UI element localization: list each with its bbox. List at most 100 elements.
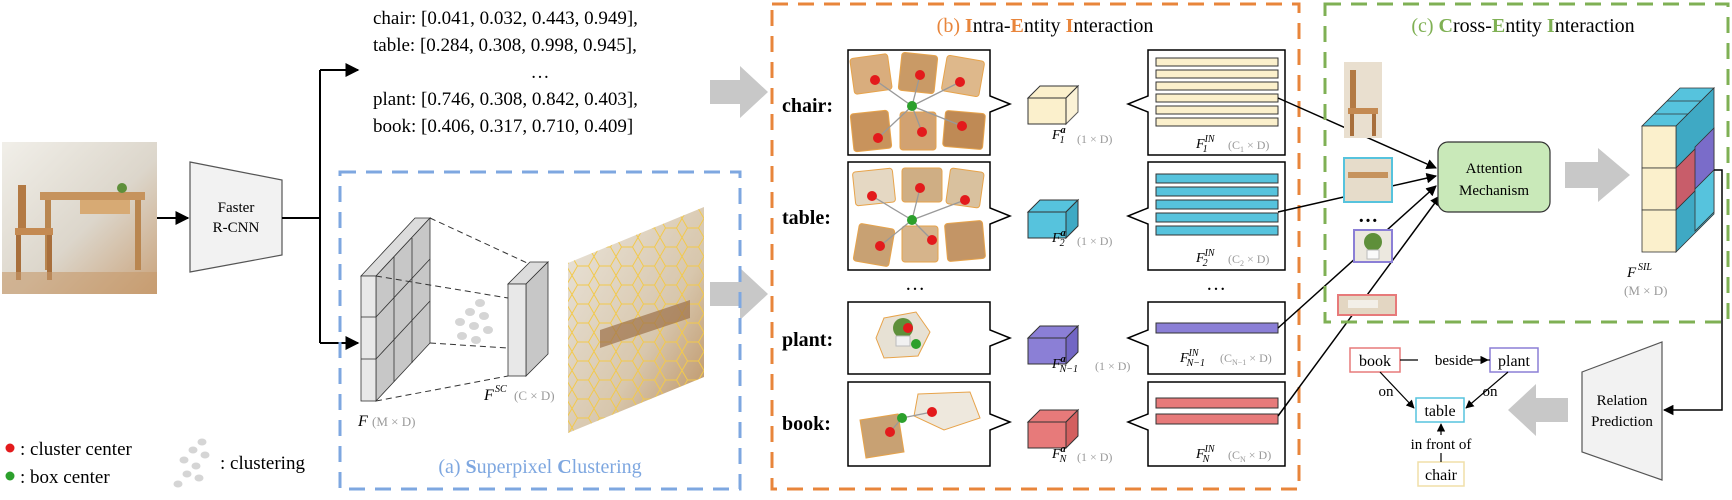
panel-b-title: (b) Intra-Entity Interaction [937,15,1154,37]
detection-plant: plant: [0.746, 0.308, 0.842, 0.403], [373,89,638,110]
attention-label-2: Mechanism [1459,183,1529,199]
fa-cube-chair [1026,84,1080,126]
entity-name-table: table: [782,207,831,229]
panel-intra-entity-interaction: (b) Intra-Entity Interaction chair: [770,2,1301,491]
panel-b-title-end: nteraction [1073,15,1153,37]
graph-node-plant [1489,347,1539,373]
legend-clustering-icon [173,438,210,488]
panel-c-title-mid1: ross- [1453,15,1492,37]
fin-dim-plant: (CN−1 × D) [1220,351,1272,367]
panel-c-title-c: C [1439,15,1453,37]
gray-arrow-detections [710,66,768,118]
superpixel-patches-plant [875,311,931,359]
fsil-dim: (M × D) [1624,283,1667,298]
panel-b-title-i1: I [965,15,973,37]
detector-branches [282,63,360,350]
fin-dim-chair: (C1 × D) [1228,138,1269,154]
panel-a-title: (a) Superpixel Clustering [438,456,641,478]
f-dim: (M × D) [372,414,415,429]
entity-ellipsis-right: … [1206,273,1226,295]
graph-edge-beside: beside [1435,353,1474,369]
superpixel-patches-chair [849,52,986,153]
detector-label-2: R-CNN [213,220,260,236]
panel-b-title-prefix: (b) [937,15,965,37]
fin-dim-table: (C2 × D) [1228,252,1269,268]
input-photo [2,142,157,294]
detection-table: table: [0.284, 0.308, 0.998, 0.945], [373,35,637,56]
thumb-book [1337,294,1397,316]
fa-cube-book [1026,408,1080,450]
panel-c-title-mid2: ntity [1505,15,1547,37]
fin-callout-plant [1125,301,1286,375]
fsc-label: F [483,387,494,404]
fsc-sup: SC [495,384,507,395]
gray-arrow-attention [1565,148,1630,202]
fa-cube-plant [1026,324,1080,366]
panel-a-title-prefix: (a) [438,456,465,478]
graph-node-table-label: table [1424,403,1455,420]
legend-cluster-center: : cluster center [20,439,133,460]
fsil-sup: SIL [1638,262,1652,273]
legend-box-center: : box center [20,467,110,488]
fa-dim-book: (1 × D) [1077,450,1112,464]
thumb-ellipsis: … [1358,205,1378,227]
feature-map-fsil [1641,87,1715,253]
thumb-chair [1344,62,1382,138]
fsil-label: F [1626,265,1637,281]
legend-box-center-dot [5,471,15,481]
fin-bars-table [1155,173,1279,236]
detection-chair: chair: [0.041, 0.032, 0.443, 0.949], [373,8,638,29]
superpixel-patches-table [852,167,986,267]
panel-c-title-prefix: (c) [1411,15,1438,37]
detector-label-1: Faster [218,200,255,216]
entity-callout-plant [847,301,1013,375]
gray-arrow-relation [1508,384,1568,436]
graph-node-plant-label: plant [1498,353,1531,370]
fa-dim-plant: (1 × D) [1095,359,1130,373]
panel-cross-entity-interaction: (c) Cross-Entity Interaction … Attentio [1323,2,1730,324]
panel-c-border [1323,2,1730,324]
legend-clustering: : clustering [220,453,305,474]
graph-node-chair-label: chair [1425,467,1458,484]
entity-ellipsis-left: … [905,273,925,295]
fsc-dim: (C × D) [514,388,555,403]
fa-cube-table [1026,198,1080,240]
panel-superpixel-clustering: F (M × D) F SC (C × D) (a) S [338,170,742,491]
entity-name-chair: chair: [782,95,833,117]
graph-edge-in-front-of: in front of [1411,437,1472,453]
panel-a-title-c: C [557,456,571,478]
panel-b-title-e: E [1011,15,1024,37]
graph-node-chair [1417,461,1465,487]
fa-dim-table: (1 × D) [1077,234,1112,248]
graph-node-book-label: book [1359,353,1391,370]
feature-map-fsc [507,261,549,377]
detector-block: Faster R-CNN [189,161,283,273]
arrow-to-relation [1662,169,1723,416]
panel-a-title-end: lustering [572,456,642,478]
detection-ellipsis: … [531,62,550,83]
fa-dim-chair: (1 × D) [1077,132,1112,146]
panel-b-title-i2: I [1066,15,1074,37]
panel-a-title-mid: uperpixel [477,456,558,478]
panel-c-title-end: nteraction [1555,15,1635,37]
fin-bars-plant [1155,322,1279,334]
thumb-table [1343,157,1393,203]
fin-bars-book [1155,397,1279,425]
relation-prediction: Relation Prediction [1581,341,1663,481]
feature-map-f [360,216,431,403]
attention-label-1: Attention [1466,161,1523,177]
entity-name-book: book: [782,413,831,435]
panel-b-border [770,2,1301,491]
attention-mechanism: Attention Mechanism [1437,141,1551,213]
superpixel-image [568,207,704,433]
entity-row-chair: chair: [782,49,1286,156]
legend-cluster-center-dot [5,443,15,453]
